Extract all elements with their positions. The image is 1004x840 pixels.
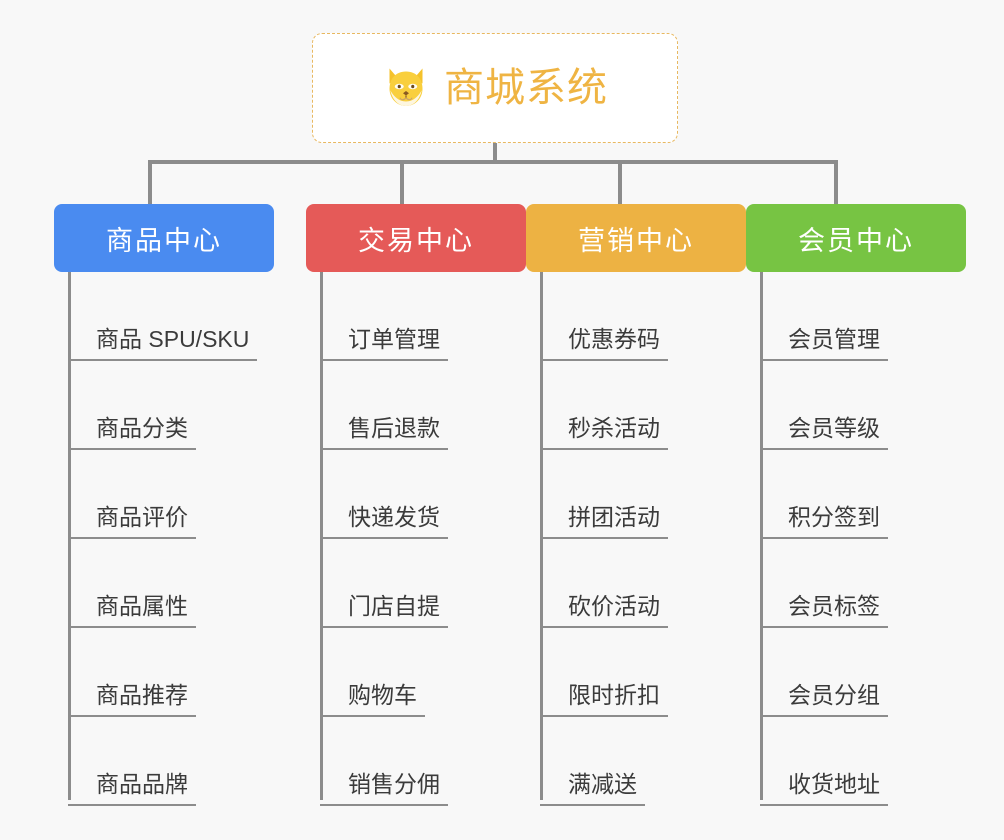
category-header-label-2: 营销中心 (578, 225, 694, 256)
leaf-label: 购物车 (348, 682, 417, 709)
category-column-营销中心: 营销中心 优惠券码 秒杀活动 拼团活动 砍价活动 限时折扣 满减送 (526, 204, 746, 806)
leaf-label: 商品 SPU/SKU (96, 326, 250, 353)
category-column-会员中心: 会员中心 会员管理 会员等级 积分签到 会员标签 会员分组 收货地址 (746, 204, 966, 806)
leaf-label: 积分签到 (788, 504, 880, 531)
category-header-label-3: 会员中心 (798, 225, 914, 256)
leaf-item[interactable]: 限时折扣 (526, 628, 746, 717)
category-column-交易中心: 交易中心 订单管理 售后退款 快递发货 门店自提 购物车 销售分佣 (306, 204, 526, 806)
leaf-list-3: 会员管理 会员等级 积分签到 会员标签 会员分组 收货地址 (746, 272, 966, 806)
column-trunk-line-2 (540, 272, 543, 800)
leaf-item[interactable]: 商品评价 (54, 450, 274, 539)
root-title: 商城系统 (444, 66, 608, 110)
leaf-item[interactable]: 商品品牌 (54, 717, 274, 806)
leaf-label: 门店自提 (348, 593, 440, 620)
leaf-item[interactable]: 拼团活动 (526, 450, 746, 539)
leaf-label: 砍价活动 (568, 593, 660, 620)
category-header-2[interactable]: 营销中心 (526, 204, 746, 272)
leaf-label: 售后退款 (348, 415, 440, 442)
category-header-0[interactable]: 商品中心 (54, 204, 274, 272)
leaf-item[interactable]: 会员分组 (746, 628, 966, 717)
leaf-label: 商品属性 (96, 593, 188, 620)
connector-drop-0 (148, 160, 152, 204)
connector-drop-1 (400, 160, 404, 204)
category-header-3[interactable]: 会员中心 (746, 204, 966, 272)
category-header-1[interactable]: 交易中心 (306, 204, 526, 272)
leaf-label: 拼团活动 (568, 504, 660, 531)
connector-drop-3 (834, 160, 838, 204)
leaf-item[interactable]: 砍价活动 (526, 539, 746, 628)
leaf-item[interactable]: 订单管理 (306, 272, 526, 361)
leaf-label: 订单管理 (348, 326, 440, 353)
leaf-item[interactable]: 积分签到 (746, 450, 966, 539)
leaf-item[interactable]: 会员标签 (746, 539, 966, 628)
leaf-label: 满减送 (568, 771, 637, 798)
leaf-list-2: 优惠券码 秒杀活动 拼团活动 砍价活动 限时折扣 满减送 (526, 272, 746, 806)
leaf-label: 秒杀活动 (568, 415, 660, 442)
shiba-dog-face-icon (389, 68, 423, 106)
leaf-item[interactable]: 购物车 (306, 628, 526, 717)
leaf-item[interactable]: 会员管理 (746, 272, 966, 361)
leaf-label: 会员管理 (788, 326, 880, 353)
leaf-item[interactable]: 会员等级 (746, 361, 966, 450)
category-column-商品中心: 商品中心 商品 SPU/SKU 商品分类 商品评价 商品属性 商品推荐 商品品牌 (54, 204, 274, 806)
leaf-label: 商品推荐 (96, 682, 188, 709)
leaf-list-1: 订单管理 售后退款 快递发货 门店自提 购物车 销售分佣 (306, 272, 526, 806)
leaf-label: 会员等级 (788, 415, 880, 442)
connector-drop-2 (618, 160, 622, 204)
leaf-list-0: 商品 SPU/SKU 商品分类 商品评价 商品属性 商品推荐 商品品牌 (54, 272, 274, 806)
leaf-item[interactable]: 商品属性 (54, 539, 274, 628)
leaf-item[interactable]: 快递发货 (306, 450, 526, 539)
leaf-label: 销售分佣 (348, 771, 440, 798)
leaf-label: 收货地址 (788, 771, 880, 798)
category-header-label-1: 交易中心 (358, 225, 474, 256)
leaf-item[interactable]: 售后退款 (306, 361, 526, 450)
leaf-label: 会员标签 (788, 593, 880, 620)
leaf-item[interactable]: 秒杀活动 (526, 361, 746, 450)
leaf-item[interactable]: 商品分类 (54, 361, 274, 450)
column-trunk-line-0 (68, 272, 71, 800)
leaf-label: 商品分类 (96, 415, 188, 442)
leaf-item[interactable]: 商品 SPU/SKU (54, 272, 274, 361)
leaf-item[interactable]: 满减送 (526, 717, 746, 806)
leaf-item[interactable]: 门店自提 (306, 539, 526, 628)
connector-root-stem (493, 143, 497, 163)
column-trunk-line-1 (320, 272, 323, 800)
leaf-item[interactable]: 收货地址 (746, 717, 966, 806)
leaf-label: 商品品牌 (96, 771, 188, 798)
category-header-label-0: 商品中心 (106, 225, 222, 256)
leaf-label: 快递发货 (348, 504, 440, 531)
leaf-item[interactable]: 优惠券码 (526, 272, 746, 361)
column-trunk-line-3 (760, 272, 763, 800)
connector-horizontal-bus (150, 160, 838, 164)
root-node[interactable]: 商城系统 (312, 33, 678, 143)
leaf-label: 限时折扣 (568, 682, 660, 709)
leaf-item[interactable]: 商品推荐 (54, 628, 274, 717)
leaf-item[interactable]: 销售分佣 (306, 717, 526, 806)
leaf-label: 优惠券码 (568, 326, 660, 353)
leaf-label: 会员分组 (788, 682, 880, 709)
leaf-label: 商品评价 (96, 504, 188, 531)
